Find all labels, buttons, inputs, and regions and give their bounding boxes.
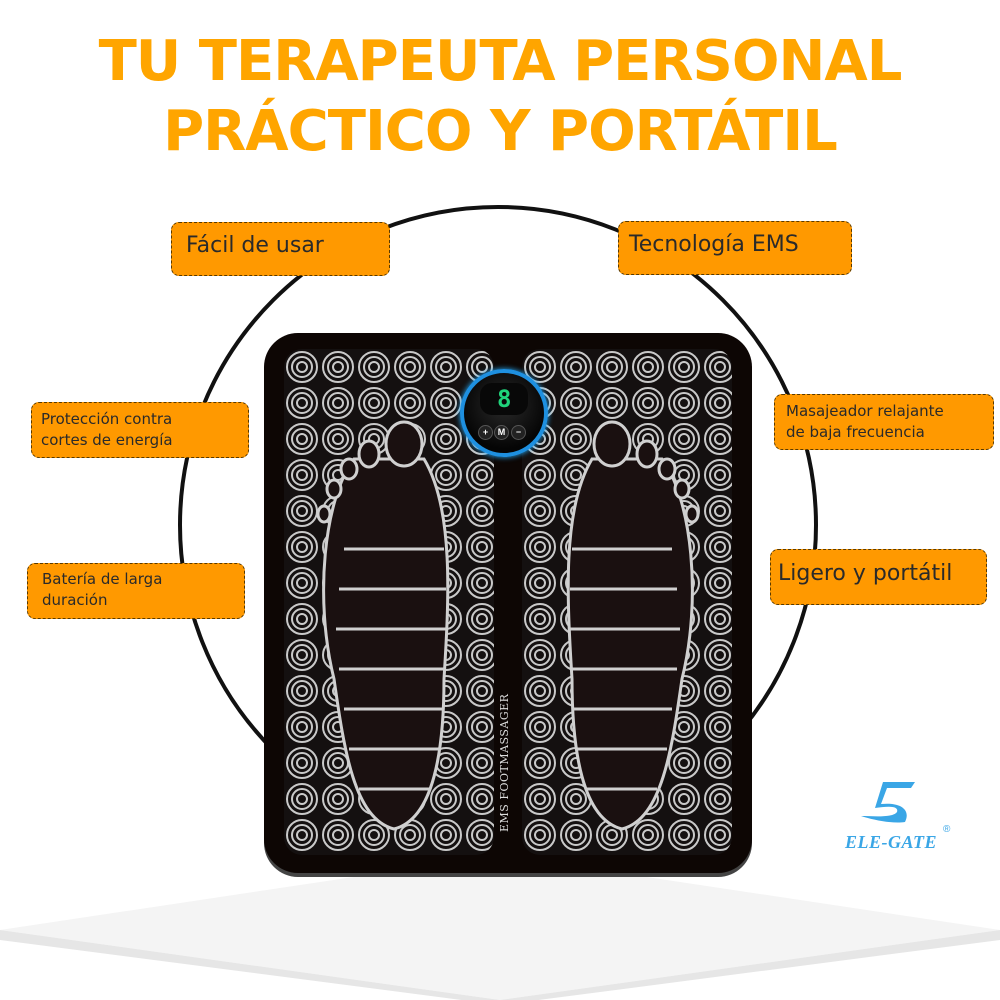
- brand-name: ELE-GATE: [845, 832, 938, 852]
- minus-button[interactable]: −: [511, 425, 526, 440]
- right-foot-panel: [522, 349, 732, 855]
- feature-label-line1: Batería de larga: [42, 570, 163, 588]
- feature-label-line1: Protección contra: [41, 410, 173, 428]
- plus-button[interactable]: +: [478, 425, 493, 440]
- feature-low-frequency-massager: Masajeador relajante de baja frecuencia: [774, 394, 994, 450]
- feature-lightweight-portable: Ligero y portátil: [770, 549, 987, 605]
- feature-label-line2: cortes de energía: [41, 431, 173, 449]
- mode-button[interactable]: M: [494, 425, 509, 440]
- feature-long-battery: Batería de larga duración: [27, 563, 245, 619]
- floor-platform: [0, 855, 1000, 1000]
- feature-label-line1: Masajeador relajante: [786, 402, 944, 420]
- feature-easy-to-use: Fácil de usar: [171, 222, 390, 276]
- foot-pattern-left: [284, 349, 494, 855]
- feature-ems-technology: Tecnología EMS: [618, 221, 852, 275]
- feature-label-line2: duración: [42, 591, 108, 609]
- headline-line-1: TU TERAPEUTA PERSONAL: [98, 29, 903, 94]
- product-label: EMS FOOTMASSAGER: [498, 693, 511, 833]
- display-digit: 8: [497, 385, 512, 413]
- brand-logo: ELE-GATE ®: [845, 780, 975, 860]
- registered-mark: ®: [943, 824, 951, 835]
- led-display: 8: [480, 383, 528, 415]
- control-unit[interactable]: 8 + M −: [460, 369, 548, 457]
- brand-mark-icon: [861, 782, 915, 823]
- feature-label: Fácil de usar: [186, 233, 324, 258]
- left-foot-panel: [284, 349, 494, 855]
- feature-label: Ligero y portátil: [778, 561, 953, 586]
- headline-line-2: PRÁCTICO Y PORTÁTIL: [163, 99, 838, 164]
- feature-power-protection: Protección contra cortes de energía: [31, 402, 249, 458]
- feature-label: Tecnología EMS: [629, 232, 799, 257]
- feature-label-line2: de baja frecuencia: [786, 423, 925, 441]
- foot-pattern-right: [522, 349, 732, 855]
